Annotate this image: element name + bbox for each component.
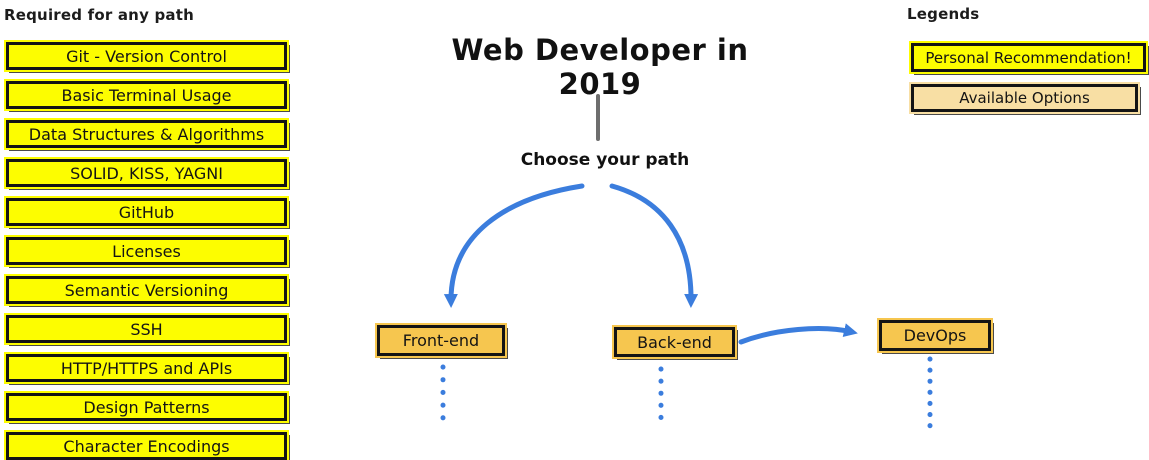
required-item-character-encodings: Character Encodings bbox=[4, 430, 289, 460]
path-node-frontend: Front-end bbox=[375, 323, 507, 358]
choose-path-label: Choose your path bbox=[520, 150, 690, 170]
required-item-licenses: Licenses bbox=[4, 235, 289, 267]
required-item-git: Git - Version Control bbox=[4, 40, 289, 72]
arrow-to-backend bbox=[609, 183, 699, 308]
required-item-github: GitHub bbox=[4, 196, 289, 228]
legend-available-options: Available Options bbox=[909, 82, 1140, 114]
required-item-data-structures: Data Structures & Algorithms bbox=[4, 118, 289, 150]
legend-personal-recommendation: Personal Recommendation! bbox=[909, 41, 1148, 74]
path-node-devops: DevOps bbox=[877, 318, 993, 353]
arrow-to-frontend bbox=[443, 183, 585, 308]
required-items-list: Git - Version Control Basic Terminal Usa… bbox=[4, 40, 289, 460]
required-item-terminal: Basic Terminal Usage bbox=[4, 79, 289, 111]
required-item-ssh: SSH bbox=[4, 313, 289, 345]
required-item-solid-kiss-yagni: SOLID, KISS, YAGNI bbox=[4, 157, 289, 189]
arrow-backend-to-devops bbox=[738, 323, 858, 345]
required-item-design-patterns: Design Patterns bbox=[4, 391, 289, 423]
path-node-backend: Back-end bbox=[612, 325, 737, 359]
required-item-semantic-versioning: Semantic Versioning bbox=[4, 274, 289, 306]
required-section-heading: Required for any path bbox=[4, 6, 194, 24]
required-item-http-apis: HTTP/HTTPS and APIs bbox=[4, 352, 289, 384]
legends-heading: Legends bbox=[907, 5, 980, 23]
title-connector-line bbox=[596, 94, 600, 141]
